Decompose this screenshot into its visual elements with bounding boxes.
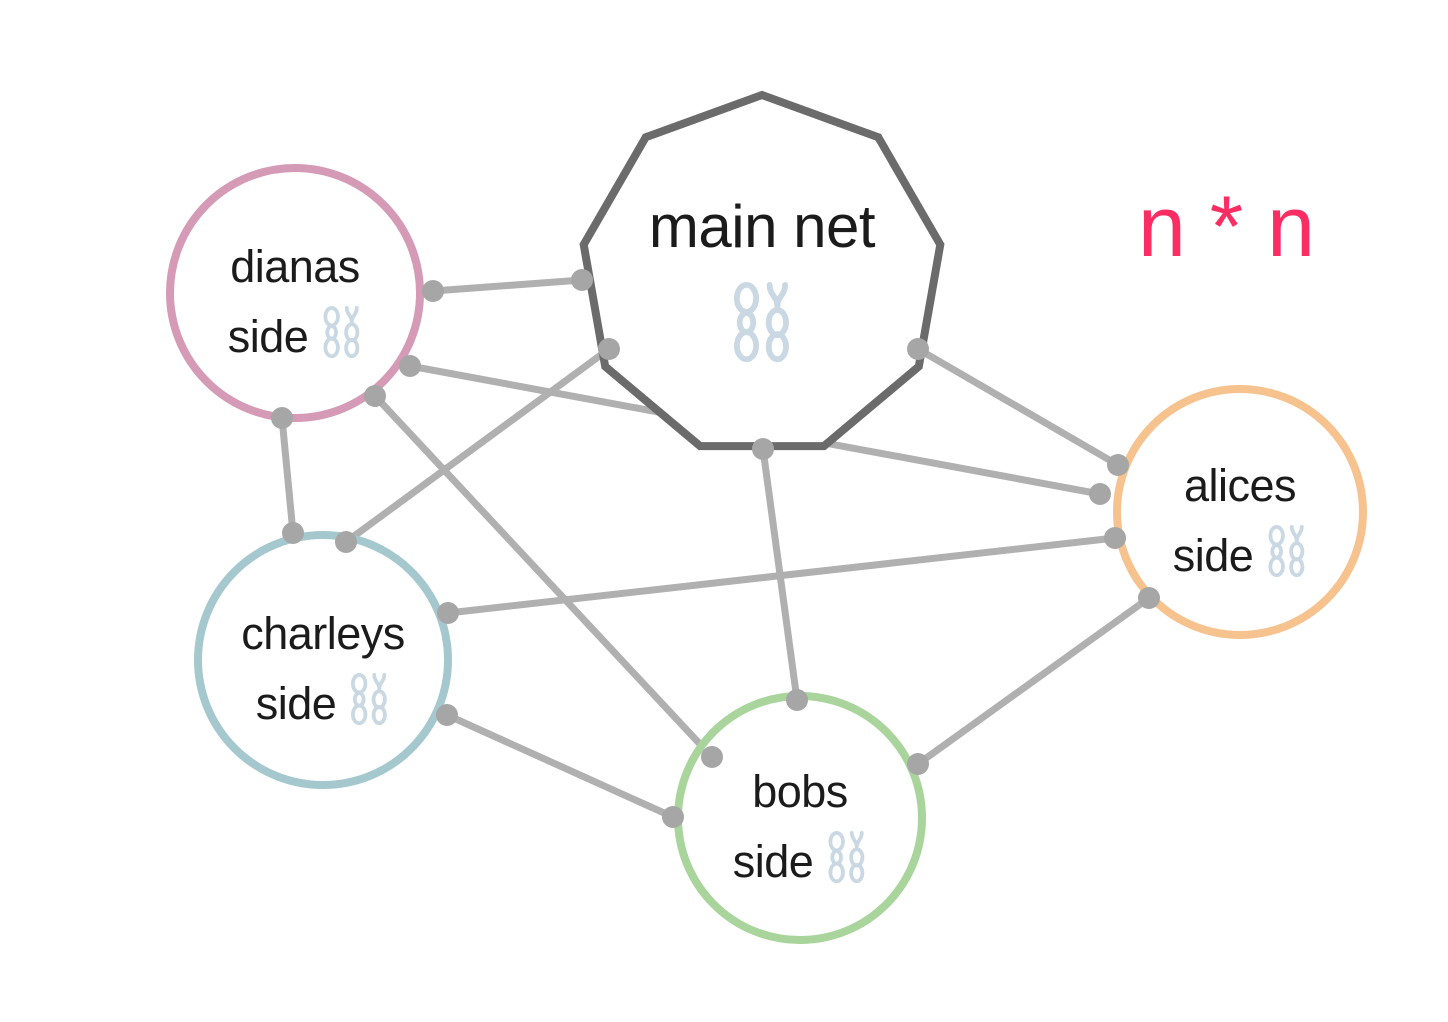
edge-endpoint-dot [571, 269, 593, 291]
edge-endpoint-dot [364, 385, 386, 407]
edge-endpoint-dot [752, 438, 774, 460]
edge-charleys-side-bobs-side [445, 711, 675, 821]
edge-endpoint-dot [1089, 483, 1111, 505]
edge-endpoint-dot [1138, 587, 1160, 609]
edge-charleys-side-alices-side [447, 534, 1116, 617]
node-bobs-side[interactable] [674, 692, 926, 944]
edges-layer [278, 276, 1152, 821]
edge-endpoint-dot [282, 522, 304, 544]
edge-main-net-alices-side [916, 345, 1120, 469]
edge-bobs-side-alices-side [915, 595, 1152, 767]
node-charleys-side[interactable] [194, 531, 452, 789]
multiplicity-annotation: n * n [1138, 179, 1315, 275]
node-main-net[interactable] [579, 90, 945, 451]
node-dianas-side[interactable] [166, 164, 424, 422]
edge-endpoint-dot [786, 689, 808, 711]
edge-endpoint-dot [399, 355, 421, 377]
edge-endpoint-dot [907, 753, 929, 775]
edge-endpoint-dot [1107, 454, 1129, 476]
edge-dianas-side-charleys-side [278, 417, 297, 534]
edge-endpoint-dot [271, 407, 293, 429]
edge-dianas-side-main-net [432, 276, 583, 295]
edge-endpoints-layer [271, 269, 1160, 828]
edge-endpoint-dot [335, 531, 357, 553]
edge-dianas-side-bobs-side [372, 393, 715, 760]
edge-endpoint-dot [437, 602, 459, 624]
edge-endpoint-dot [422, 280, 444, 302]
nodes-layer [166, 90, 1367, 944]
edge-endpoint-dot [1104, 527, 1126, 549]
edge-endpoint-dot [598, 338, 620, 360]
edge-endpoint-dot [701, 746, 723, 768]
edge-endpoint-dot [436, 704, 458, 726]
edge-main-net-charleys-side [343, 346, 612, 545]
edge-endpoint-dot [662, 806, 684, 828]
edge-endpoint-dot [907, 338, 929, 360]
